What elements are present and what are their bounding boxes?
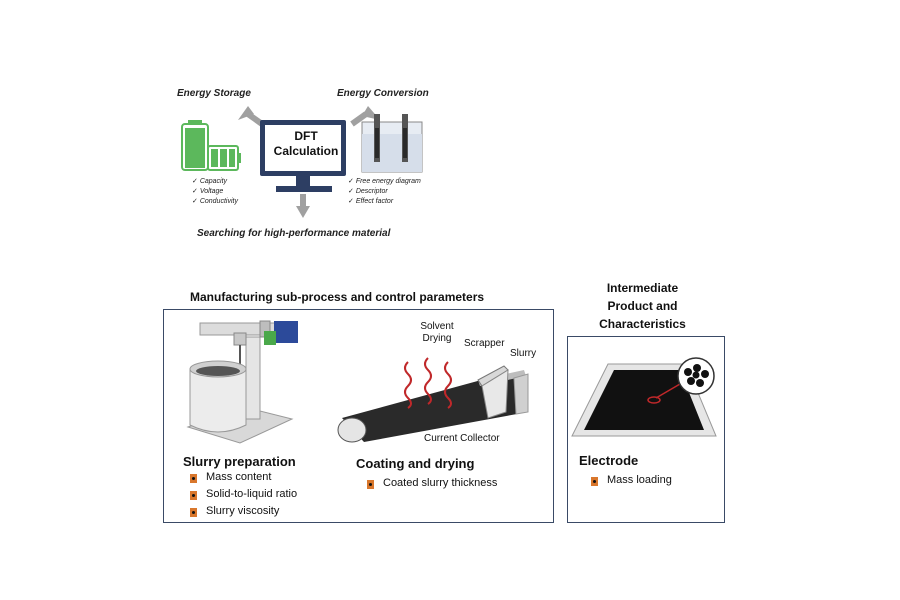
- check-item: Capacity: [192, 177, 238, 187]
- check-item: Conductivity: [192, 197, 238, 207]
- parameter-marker-icon: [190, 474, 197, 483]
- motor-icon: [264, 321, 298, 345]
- parameter-marker-icon: [190, 491, 197, 500]
- energy-conversion-label: Energy Conversion: [337, 88, 429, 99]
- current-collector-label: Current Collector: [424, 433, 500, 444]
- particles-zoom-icon: [677, 357, 715, 395]
- electrode-title: Electrode: [579, 453, 639, 468]
- check-item: Voltage: [192, 187, 238, 197]
- monitor-text: DFT Calculation: [273, 129, 339, 158]
- slurry-mixer-illustration: [186, 320, 298, 444]
- scrapper-label: Scrapper: [464, 338, 505, 349]
- monitor-icon: [260, 120, 346, 192]
- coating-drying-title: Coating and drying: [356, 456, 475, 471]
- electrochemical-cell-icon: [361, 114, 423, 173]
- solvent-drying-label: Solvent Drying: [420, 321, 454, 344]
- parameter-marker-icon: [367, 480, 374, 489]
- check-item: Descriptor: [348, 187, 421, 197]
- searching-label: Searching for high-performance material: [197, 228, 391, 239]
- arrow-down-icon: [296, 206, 310, 218]
- coating-drying-illustration: [337, 357, 529, 443]
- parameter-marker-icon: [190, 508, 197, 517]
- conversion-checklist: Free energy diagram Descriptor Effect fa…: [348, 177, 421, 207]
- parameter-marker-icon: [591, 477, 598, 486]
- energy-storage-label: Energy Storage: [177, 88, 251, 99]
- intermediate-title: Intermediate Product and Characteristics: [599, 281, 686, 331]
- battery-icon: [181, 120, 241, 171]
- check-item: Free energy diagram: [348, 177, 421, 187]
- storage-checklist: Capacity Voltage Conductivity: [192, 177, 238, 207]
- electrode-illustration: [571, 357, 717, 437]
- arrow-up-left-icon: [238, 106, 254, 120]
- slurry-label: Slurry: [510, 348, 537, 359]
- manufacturing-title: Manufacturing sub-process and control pa…: [190, 290, 485, 304]
- check-item: Effect factor: [348, 197, 421, 207]
- dft-diagram: [181, 106, 423, 218]
- slurry-preparation-title: Slurry preparation: [183, 454, 296, 469]
- heat-waves-icon: [404, 357, 452, 409]
